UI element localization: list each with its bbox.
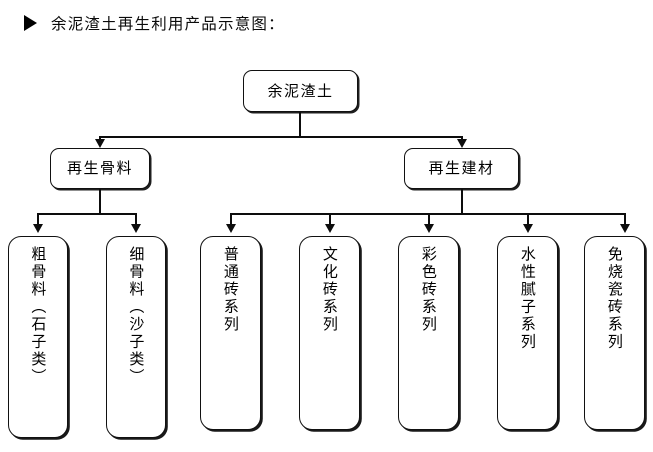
leaf-coarse-aggregate-label: 粗骨料（石子类） (29, 246, 48, 386)
connector-drop-leaf-1 (37, 213, 39, 225)
leaf-fine-aggregate-label: 细骨料（沙子类） (127, 246, 146, 386)
connector-drop-leaf-5 (428, 213, 430, 225)
node-recycled-aggregate-label: 再生骨料 (66, 159, 133, 177)
leaf-waterborne-putty[interactable]: 水性腻子系列 (497, 236, 558, 430)
connector-aggregate-stem (99, 189, 101, 214)
arrowhead-leaf-1-icon (33, 224, 43, 233)
leaf-culture-brick[interactable]: 文化砖系列 (299, 236, 360, 430)
leaf-waterborne-putty-label: 水性腻子系列 (518, 246, 537, 351)
page-heading: 余泥渣土再生利用产品示意图： (24, 10, 285, 36)
connector-aggregate-bus (37, 213, 137, 215)
connector-drop-leaf-6 (527, 213, 529, 225)
right-triangle-bullet-icon (24, 15, 37, 31)
leaf-unfired-ceramic-tile-label: 免烧瓷砖系列 (605, 246, 624, 351)
arrowhead-material-icon (457, 139, 467, 148)
arrowhead-leaf-3-icon (226, 224, 236, 233)
node-root-label: 余泥渣土 (267, 81, 334, 100)
arrowhead-leaf-4-icon (325, 224, 335, 233)
connector-drop-aggregate (99, 136, 101, 141)
arrowhead-leaf-6-icon (523, 224, 533, 233)
leaf-unfired-ceramic-tile[interactable]: 免烧瓷砖系列 (584, 236, 645, 430)
leaf-color-brick[interactable]: 彩色砖系列 (398, 236, 459, 430)
leaf-common-brick-label: 普通砖系列 (221, 246, 240, 334)
connector-drop-leaf-2 (135, 213, 137, 225)
connector-root-stem (299, 112, 301, 137)
node-recycled-building-material-label: 再生建材 (428, 159, 495, 177)
node-recycled-building-material[interactable]: 再生建材 (404, 148, 519, 189)
leaf-common-brick[interactable]: 普通砖系列 (200, 236, 261, 430)
node-root[interactable]: 余泥渣土 (243, 70, 358, 112)
connector-drop-leaf-7 (624, 213, 626, 225)
connector-level1-bus (99, 136, 463, 138)
leaf-fine-aggregate[interactable]: 细骨料（沙子类） (106, 236, 166, 438)
leaf-color-brick-label: 彩色砖系列 (419, 246, 438, 334)
heading-text: 余泥渣土再生利用产品示意图： (51, 15, 285, 33)
connector-drop-leaf-3 (230, 213, 232, 225)
arrowhead-leaf-2-icon (131, 224, 141, 233)
connector-material-stem (461, 189, 463, 214)
node-recycled-aggregate[interactable]: 再生骨料 (50, 148, 150, 189)
arrowhead-leaf-7-icon (620, 224, 630, 233)
leaf-culture-brick-label: 文化砖系列 (320, 246, 339, 334)
arrowhead-aggregate-icon (95, 139, 105, 148)
leaf-coarse-aggregate[interactable]: 粗骨料（石子类） (8, 236, 68, 438)
arrowhead-leaf-5-icon (424, 224, 434, 233)
connector-drop-material (461, 136, 463, 141)
connector-drop-leaf-4 (329, 213, 331, 225)
